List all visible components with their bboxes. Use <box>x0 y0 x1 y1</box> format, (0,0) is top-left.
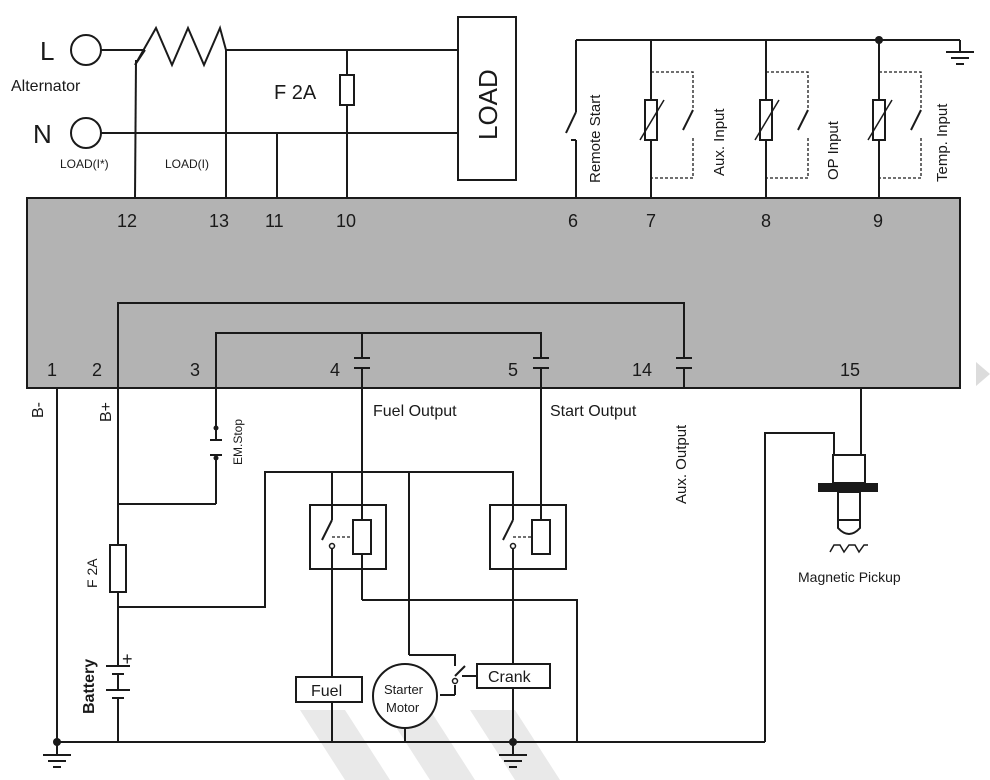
ct-left-label: LOAD(I*) <box>60 157 109 171</box>
crank-label: Crank <box>488 669 532 686</box>
terminal-10: 10 <box>336 211 356 231</box>
terminal-13: 13 <box>209 211 229 231</box>
terminal-3: 3 <box>190 360 200 380</box>
terminal-1: 1 <box>47 360 57 380</box>
next-arrow-icon[interactable] <box>976 362 990 386</box>
terminal-labels: 12 13 11 10 6 7 8 9 1 2 3 4 5 14 15 <box>47 211 883 380</box>
terminal-5: 5 <box>508 360 518 380</box>
terminal-15: 15 <box>840 360 860 380</box>
terminal-11: 11 <box>265 211 284 231</box>
ct-coil <box>134 59 137 199</box>
fuel-relay-box <box>309 504 387 570</box>
fuse-bottom-label: F 2A <box>84 558 100 588</box>
terminal-9: 9 <box>873 211 883 231</box>
b-minus-label: B- <box>30 402 47 418</box>
battery-plus-label: + <box>122 649 133 669</box>
fuel-label: Fuel <box>311 683 342 700</box>
watermark-chevrons <box>300 710 560 780</box>
battery-symbol <box>106 665 130 742</box>
load-label: LOAD <box>473 69 503 140</box>
fuel-solenoid-box <box>295 676 363 703</box>
fuse-bottom <box>109 544 127 593</box>
starter-label-1: Starter <box>384 682 424 697</box>
internal-wiring <box>117 302 692 388</box>
temp-input-label: Temp. Input <box>934 103 951 182</box>
op-input-label: OP Input <box>825 120 842 180</box>
start-output-label: Start Output <box>550 403 637 420</box>
aux-input-label: Aux. Input <box>711 108 728 176</box>
em-stop-label: EM.Stop <box>231 419 245 465</box>
load-box <box>457 16 517 181</box>
starter-label-2: Motor <box>386 700 420 715</box>
l-label: L <box>40 36 54 66</box>
terminal-12: 12 <box>117 211 137 231</box>
terminal-6: 6 <box>568 211 578 231</box>
terminal-4: 4 <box>330 360 340 380</box>
b-plus-label: B+ <box>98 402 115 422</box>
l-terminal-circle <box>70 34 102 66</box>
alternator-label: Alternator <box>11 78 81 95</box>
terminal-2: 2 <box>92 360 102 380</box>
terminal-14: 14 <box>632 360 652 380</box>
terminal-8: 8 <box>761 211 771 231</box>
magnetic-pickup-label: Magnetic Pickup <box>798 569 901 585</box>
alternator-section: L N Alternator LOAD(I*) LOAD(I) F 2A LOA… <box>11 16 517 199</box>
crank-box <box>476 663 551 689</box>
terminal-7: 7 <box>646 211 656 231</box>
magnetic-pickup <box>818 454 878 554</box>
inputs-section: Remote Start Aux. Input OP Input Temp. I… <box>565 36 974 198</box>
start-relay-box <box>489 504 567 570</box>
aux-output-label: Aux. Output <box>673 424 690 504</box>
battery-label: Battery <box>81 659 98 714</box>
fuel-output-label: Fuel Output <box>373 403 457 420</box>
remote-start-label: Remote Start <box>587 94 604 183</box>
fuse-top-label: F 2A <box>274 82 317 104</box>
fuse-top <box>339 74 355 106</box>
n-terminal-circle <box>70 117 102 149</box>
n-label: N <box>33 119 52 149</box>
ct-right-label: LOAD(I) <box>165 157 209 171</box>
bottom-wiring: B- B+ F 2A + Battery EM.Stop Fuel Output… <box>30 388 901 768</box>
controller-body <box>26 197 961 389</box>
